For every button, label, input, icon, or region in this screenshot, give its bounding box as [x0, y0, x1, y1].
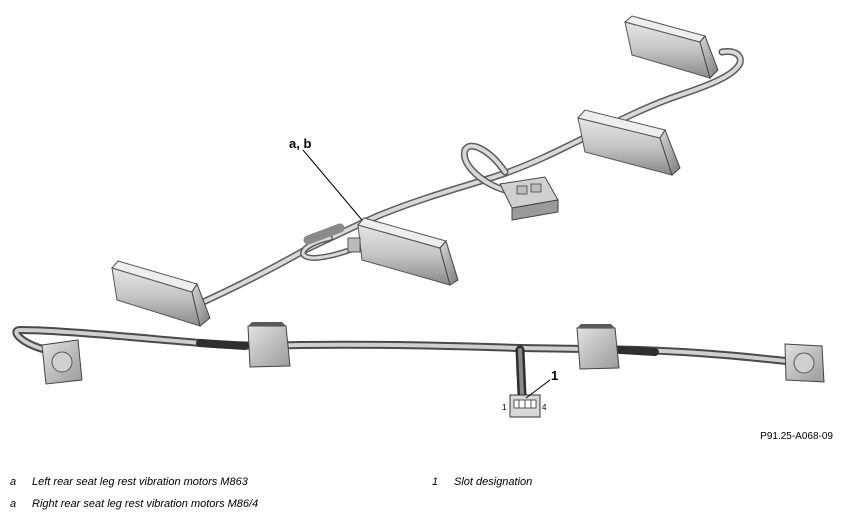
legend-text: Right rear seat leg rest vibration motor… [32, 498, 259, 510]
legend-key: 1 [432, 476, 439, 488]
lower-pad-right [576, 324, 620, 370]
vibration-motor-center [347, 217, 459, 286]
vibration-motor-middle-right [577, 109, 681, 176]
lower-pad-left [247, 322, 291, 368]
legend-text: Slot designation [454, 476, 533, 488]
upper-cable [186, 48, 744, 312]
harness-plug-connector [499, 176, 559, 221]
lower-cable [12, 326, 799, 400]
legend-row: 1 Slot designation [432, 476, 532, 488]
callout-1: 1 [551, 368, 559, 383]
legend-row: a Left rear seat leg rest vibration motor… [10, 476, 248, 488]
vibration-motor-upper-right [623, 15, 719, 79]
slot-designation-connector [509, 394, 541, 418]
pin-label-right: 4 [542, 403, 547, 412]
vibration-motor-left [111, 260, 211, 327]
legend-key: a [10, 476, 17, 488]
figure-id: P91.25-A068-09 [760, 431, 833, 442]
pin-label-left: 1 [502, 403, 507, 412]
leader-line-ab [302, 149, 363, 221]
lower-pad-right-end [784, 343, 825, 383]
callout-ab: a, b [289, 136, 312, 151]
legend-key: a [10, 498, 17, 510]
legend-text: Left rear seat leg rest vibration motors… [32, 476, 248, 488]
legend-row: a Right rear seat leg rest vibration moto… [10, 498, 258, 510]
leader-line-1 [525, 379, 551, 399]
lower-pad-left-end [41, 339, 83, 385]
